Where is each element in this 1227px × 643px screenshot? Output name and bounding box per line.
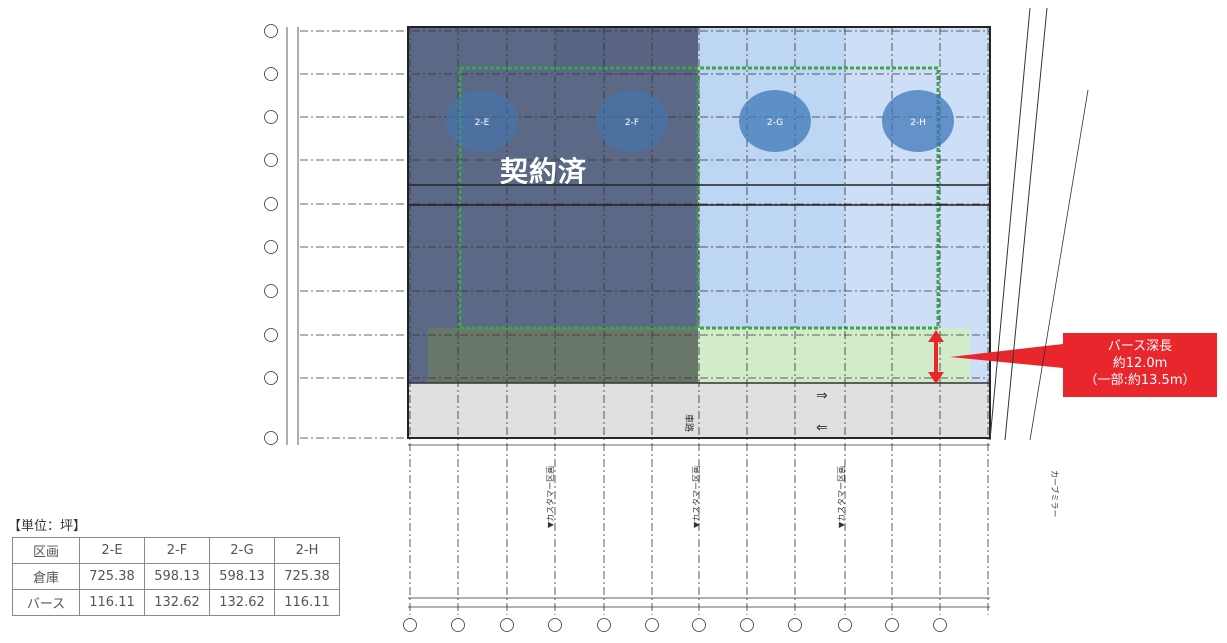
table-cell: 116.11: [274, 589, 340, 616]
column-grid-markers: [403, 618, 947, 632]
column-grid-bubble: [451, 618, 465, 632]
row-grid-bubble: [264, 371, 278, 385]
table-cell: 132.62: [144, 589, 210, 616]
row-grid-bubble: [264, 24, 278, 38]
table-row: バース 116.11 132.62 132.62 116.11: [12, 589, 340, 616]
table-cell: 116.11: [79, 589, 145, 616]
road-label: 車路: [683, 414, 695, 432]
customer-zone-label: ▼カスタマー区画: [546, 466, 555, 528]
callout-line-3: （一部:約13.5m）: [1084, 373, 1196, 388]
column-grid-bubble: [500, 618, 514, 632]
column-grid-bubble: [645, 618, 659, 632]
column-grid-bubble: [740, 618, 754, 632]
contracted-label: 契約済: [500, 155, 588, 188]
table-header-cell: 2-E: [79, 537, 145, 564]
customer-zone-label: ▼カスタマー区画: [692, 466, 701, 528]
table-cell: バース: [12, 589, 80, 616]
column-grid-bubble: [403, 618, 417, 632]
zone-circle: [446, 90, 518, 152]
zone-label: 2-F: [625, 118, 639, 128]
callout-pointer: [950, 344, 1063, 368]
row-grid-markers: [264, 24, 278, 445]
table-cell: 725.38: [274, 563, 340, 590]
column-grid-bubble: [933, 618, 947, 632]
berth-contracted: [428, 328, 698, 383]
row-grid-bubble: [264, 328, 278, 342]
column-grid-bubble: [788, 618, 802, 632]
zone-label: 2-G: [767, 118, 783, 128]
table-header-cell: 2-F: [144, 537, 210, 564]
row-grid-bubble: [264, 284, 278, 298]
table-header-row: 区画 2-E 2-F 2-G 2-H: [12, 537, 340, 564]
column-grid-bubble: [597, 618, 611, 632]
row-grid-lines: [300, 30, 990, 439]
zone-circle: [596, 90, 668, 152]
table-header-cell: 2-H: [274, 537, 340, 564]
table-header-cell: 2-G: [209, 537, 275, 564]
road-arrow-right: ⇒: [816, 388, 828, 404]
table-header-cell: 区画: [12, 537, 80, 564]
zone-label: 2-E: [475, 118, 490, 128]
zone-boundary: [458, 66, 940, 330]
area-table: 区画 2-E 2-F 2-G 2-H 倉庫 725.38 598.13 598.…: [12, 537, 340, 616]
table-cell: 598.13: [144, 563, 210, 590]
customer-zone-label: ▼カスタマー区画: [837, 466, 846, 528]
zone-circles: 2-E 2-F 2-G 2-H: [446, 90, 954, 152]
arrow-head-up: [928, 330, 944, 342]
site-boundary: [1004, 7, 1048, 441]
unit-label: 【単位：坪】: [8, 519, 87, 534]
column-grid-bubble: [692, 618, 706, 632]
callout-line-1: バース深長: [1107, 339, 1173, 354]
arrow-head-down: [928, 372, 944, 384]
site-boundary: [989, 7, 1031, 441]
road-arrow-left: ⇐: [816, 420, 828, 436]
table-cell: 598.13: [209, 563, 275, 590]
row-grid-bubble: [264, 67, 278, 81]
berth-available: [698, 328, 970, 383]
column-grid-bubble: [885, 618, 899, 632]
callout-line-2: 約12.0m: [1112, 356, 1168, 371]
berth-depth-callout: バース深長 約12.0m （一部:約13.5m）: [1063, 333, 1217, 397]
column-grid-bubble: [838, 618, 852, 632]
zone-label: 2-H: [910, 118, 926, 128]
row-grid-bubble: [264, 197, 278, 211]
row-grid-bubble: [264, 153, 278, 167]
zone-circle: [739, 90, 811, 152]
table-cell: 132.62: [209, 589, 275, 616]
row-grid-bubble: [264, 110, 278, 124]
table-cell: 725.38: [79, 563, 145, 590]
table-cell: 倉庫: [12, 563, 80, 590]
table-row: 倉庫 725.38 598.13 598.13 725.38: [12, 563, 340, 590]
row-grid-bubble: [264, 431, 278, 445]
site-boundary: [1029, 89, 1089, 441]
curve-mirror-label: カーブミラー: [1050, 470, 1060, 518]
column-grid-bubble: [548, 618, 562, 632]
row-grid-bubble: [264, 240, 278, 254]
zone-circle: [882, 90, 954, 152]
